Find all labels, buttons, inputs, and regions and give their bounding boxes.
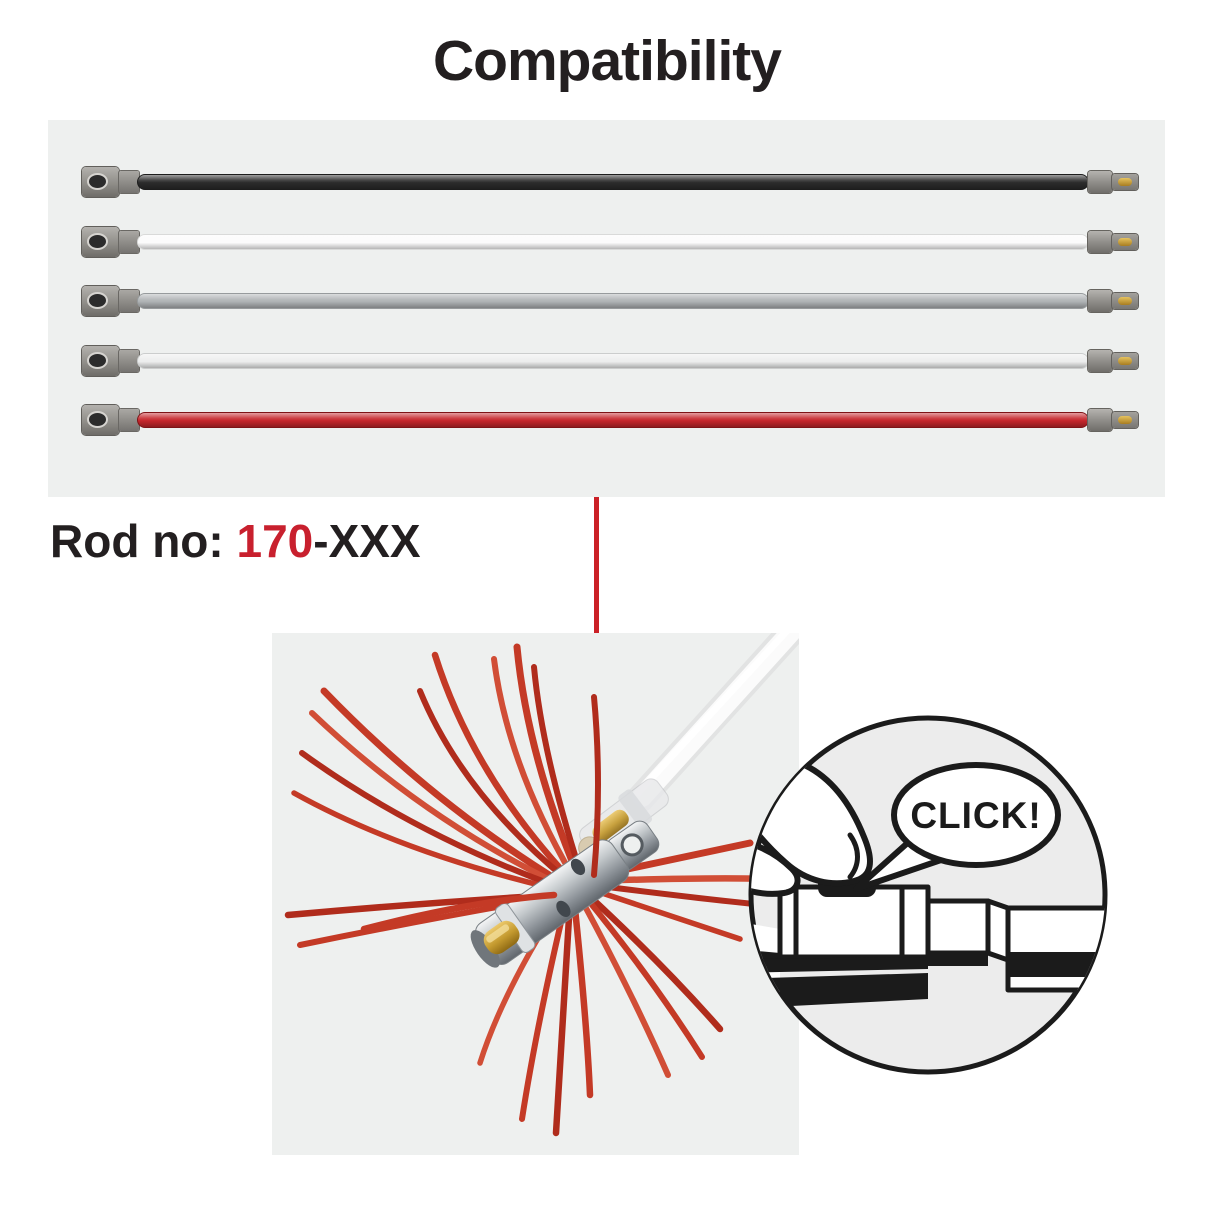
male-connector (578, 778, 669, 860)
brass-socket (483, 920, 520, 955)
bristles-front (360, 694, 601, 933)
rod-number-value: 170 (236, 515, 314, 567)
bristles-back (284, 643, 776, 1137)
rod-row-white (48, 225, 1165, 259)
socket-ferrule (119, 290, 139, 312)
brush-illustration (272, 633, 799, 1155)
eyelet-hole (620, 833, 644, 857)
click-text: CLICK! (910, 795, 1041, 836)
rod-number-suffix: -XXX (313, 515, 421, 567)
rod-row-gray (48, 284, 1165, 318)
click-inset: CLICK! (744, 711, 1112, 1079)
connector-drawing (751, 884, 1105, 1011)
rod-shaft (138, 294, 1088, 308)
brass-pin-icon (1118, 237, 1132, 246)
male-tip (1112, 174, 1138, 190)
socket-ferrule (119, 230, 139, 253)
male-tip (1112, 412, 1138, 428)
rod-row-clear (48, 344, 1165, 378)
socket-hole-icon (87, 292, 108, 309)
tip-ferrule (1088, 230, 1112, 253)
rod-number-label: Rod no: 170-XXX (50, 514, 421, 568)
male-tip (1112, 352, 1138, 369)
rod-shaft (138, 353, 1088, 368)
tip-ferrule (1088, 349, 1112, 372)
socket-hole-icon (87, 232, 108, 250)
rod-row-black (48, 165, 1165, 199)
brass-pin-icon (1118, 416, 1132, 424)
male-tip (1112, 293, 1138, 309)
female-socket (82, 405, 119, 435)
male-tip (1112, 233, 1138, 250)
female-socket (82, 167, 119, 197)
socket-ferrule (119, 349, 139, 372)
rod-panel (48, 120, 1165, 497)
rod-shaft (138, 234, 1088, 249)
tip-ferrule (1088, 290, 1112, 312)
brass-pin-icon (1118, 178, 1132, 186)
socket-hole-icon (87, 351, 108, 369)
rod-shaft (138, 413, 1088, 427)
brass-pin-icon (1118, 356, 1132, 365)
socket-hole-icon (87, 173, 108, 190)
speech-bubble: CLICK! (853, 762, 1061, 892)
inset-svg: CLICK! (748, 715, 1108, 1075)
socket-ferrule (119, 409, 139, 431)
pointer-line (594, 497, 599, 634)
female-socket (82, 226, 119, 257)
female-socket (82, 286, 119, 316)
tip-ferrule (1088, 171, 1112, 193)
rod-number-prefix: Rod no: (50, 515, 237, 567)
brush-svg (284, 633, 799, 1137)
female-socket (82, 345, 119, 376)
brush-hub (470, 820, 660, 968)
tip-ferrule (1088, 409, 1112, 431)
rod-shaft (138, 175, 1088, 189)
white-rod (626, 633, 799, 813)
page-title: Compatibility (432, 29, 782, 93)
socket-ferrule (119, 171, 139, 193)
brass-pin-icon (1118, 297, 1132, 305)
brass-insert (592, 809, 629, 842)
socket-hole-icon (87, 411, 108, 428)
rod-row-red (48, 403, 1165, 437)
